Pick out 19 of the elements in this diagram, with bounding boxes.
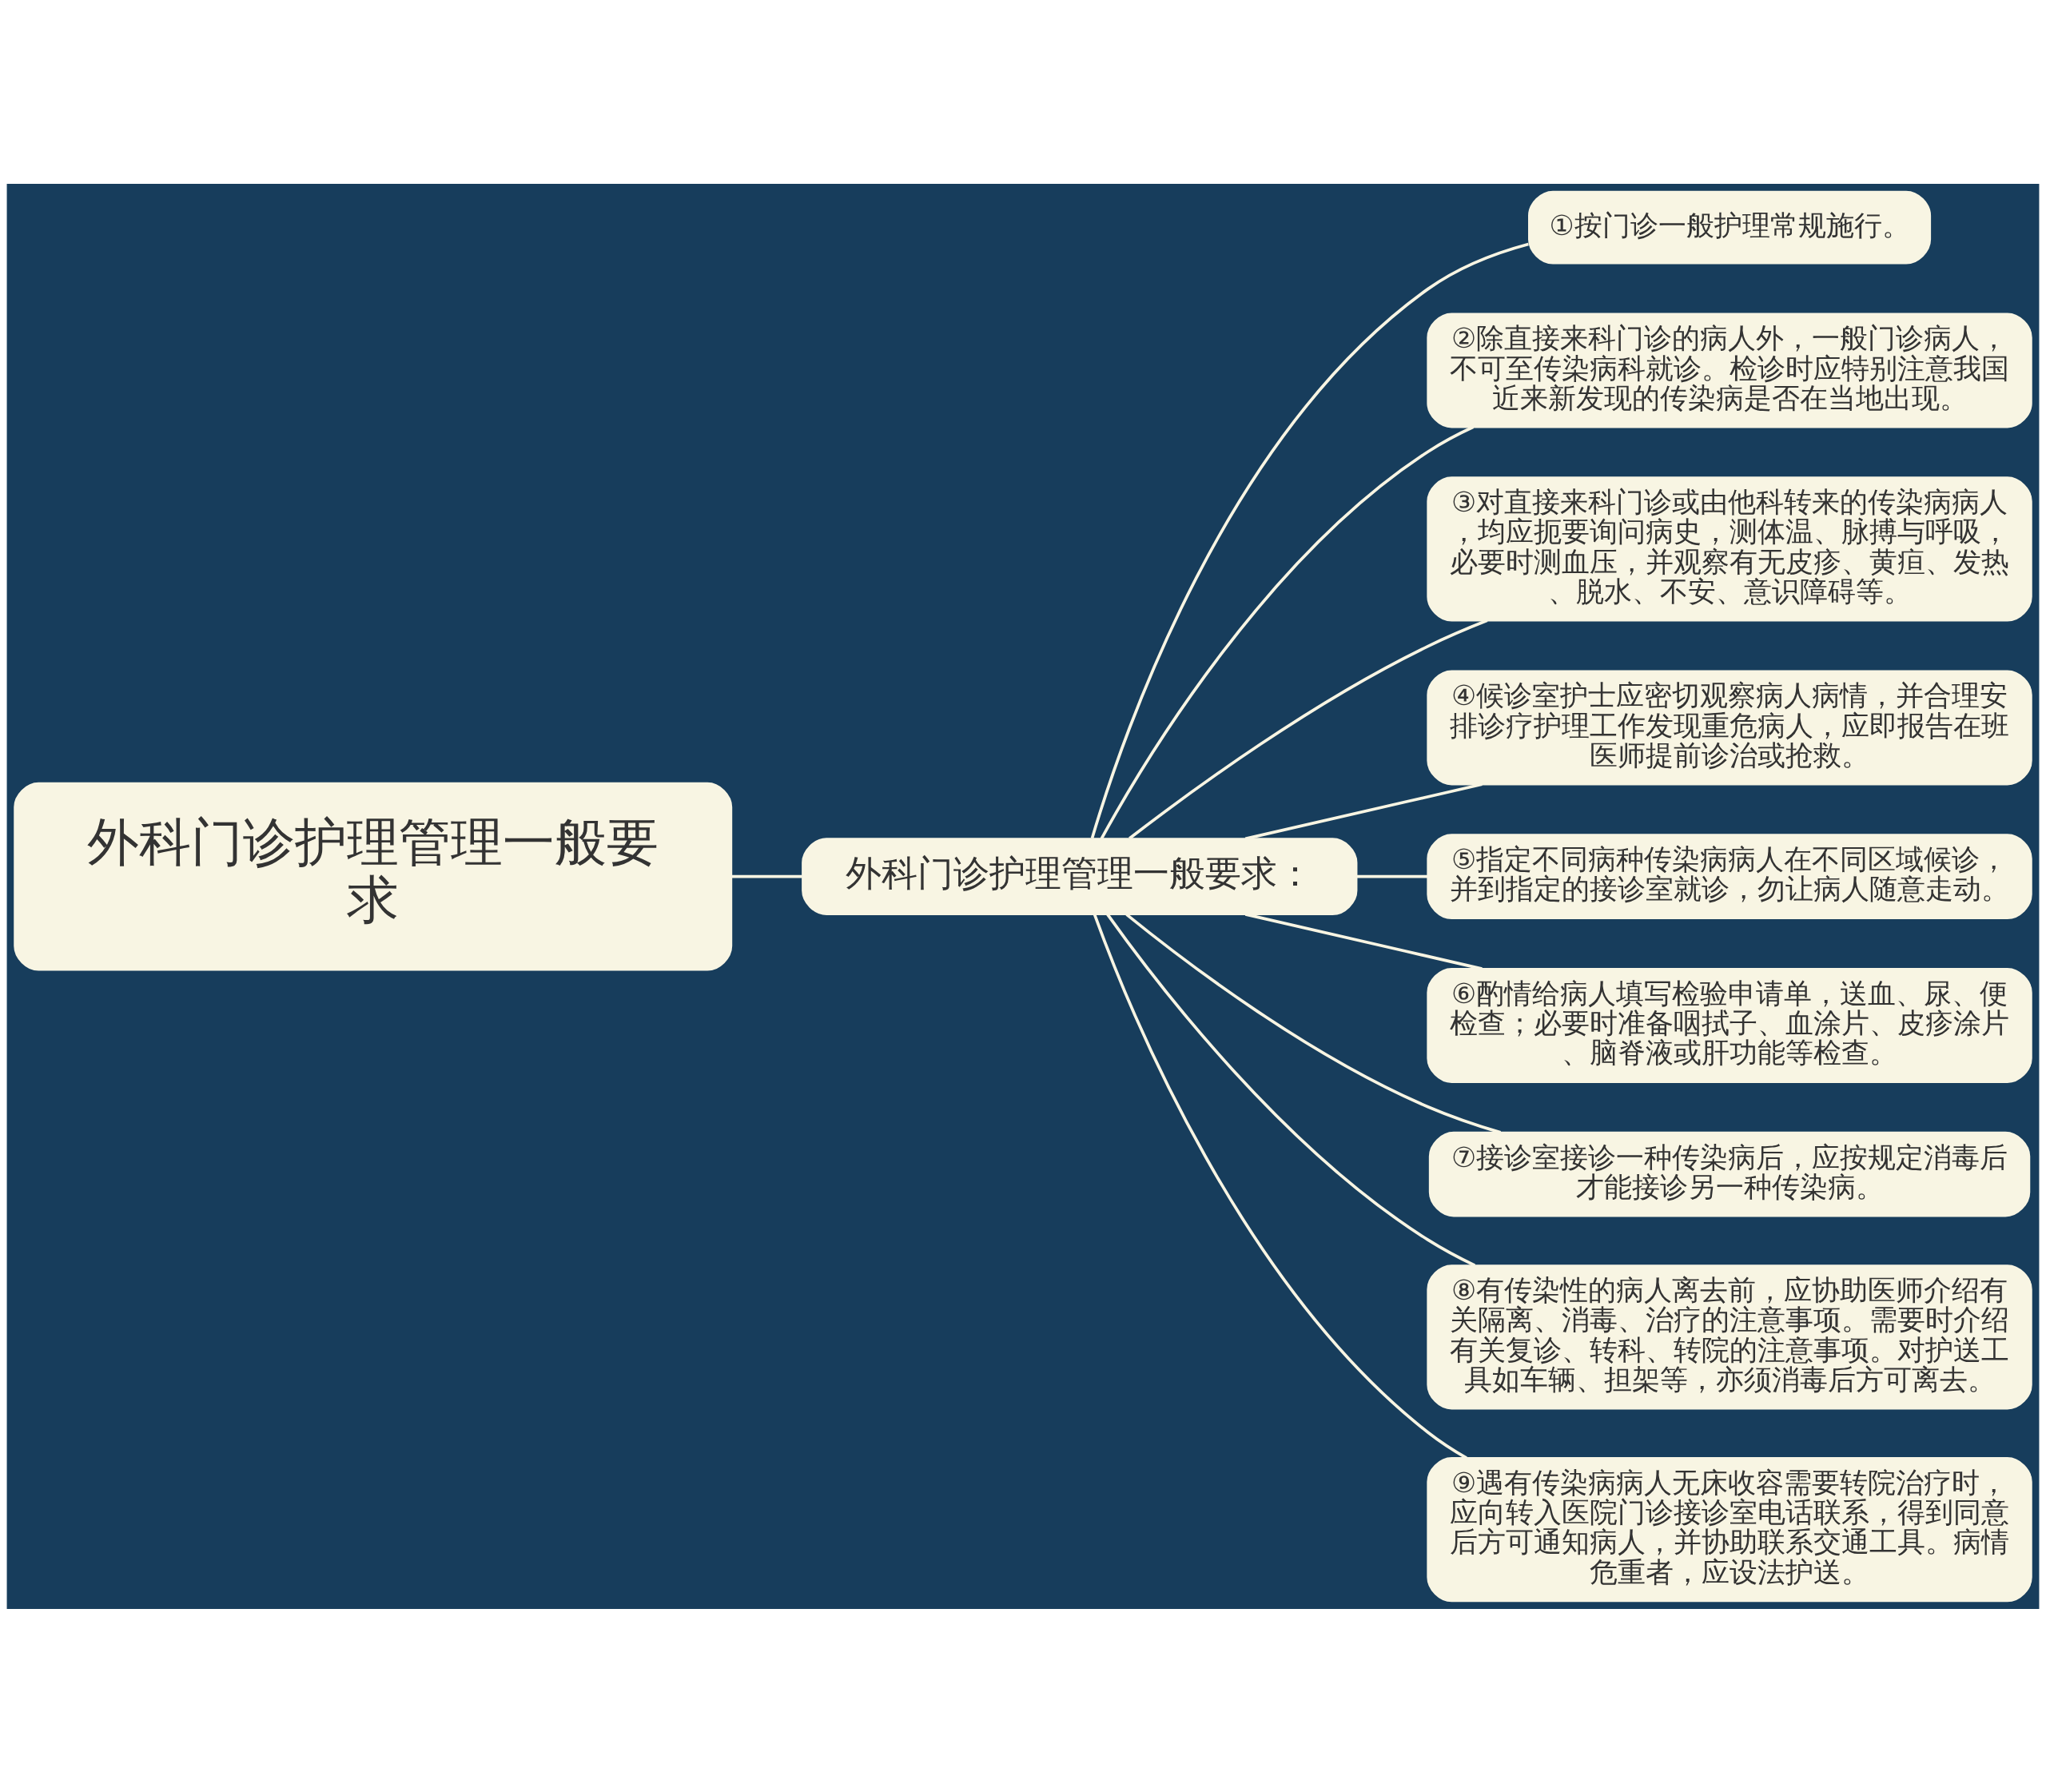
node-box: 外科门诊护理管理一般要求： (802, 837, 1358, 915)
node-box: ⑨遇有传染病病人无床收容需要转院治疗时，应向转入医院门诊接诊室电话联系，得到同意后方可通知病人，并协助联系交通工具。病情危重者，应设法护送。 (1427, 1456, 2032, 1602)
connector (1090, 242, 1529, 838)
connector (1128, 619, 1488, 840)
node-box: ⑥酌情给病人填写检验申请单，送血、尿、便检查；必要时准备咽拭子、血涂片、皮疹涂片、脑脊液或肝功能等检查。 (1427, 967, 2032, 1083)
connector (1093, 914, 1467, 1459)
connector (731, 874, 802, 878)
connector (1106, 913, 1476, 1267)
node-box: ⑤指定不同病种传染病病人在不同区域候诊，并到指定的接诊室就诊，勿让病人随意走动。 (1427, 833, 2032, 919)
node-box: ④候诊室护士应密切观察病人病情，并合理安排诊疗护理工作发现重危病人，应即报告在班医师提前诊治或抢救。 (1427, 669, 2032, 785)
node-box: 外科门诊护理管理一般要求 (14, 782, 733, 971)
node-box: ①按门诊一般护理常规施行。 (1528, 190, 1932, 265)
node-box: ⑧有传染性的病人离去前，应协助医师介绍有关隔离、消毒、治疗的注意事项。需要时介绍有关复诊、转科、转院的注意事项。对护送工具如车辆、担架等，亦须消毒后方可离去。 (1427, 1264, 2032, 1409)
node-box: ③对直接来科门诊或由他科转来的传染病病人，均应扼要询问病史，测体温、脉搏与呼吸，必要时测血压，并观察有无皮疹、黄疸、发热、脱水、不安、意识障碍等。 (1427, 476, 2032, 622)
connector (1100, 425, 1475, 839)
connector (1125, 913, 1502, 1134)
node-box: ②除直接来科门诊的病人外，一般门诊病人，不可至传染病科就诊。检诊时应特别注意我国近来新发现的传染病是否在当地出现。 (1427, 312, 2032, 428)
connector (1356, 874, 1428, 878)
node-box: ⑦接诊室接诊一种传染病后，应按规定消毒后才能接诊另一种传染病。 (1428, 1131, 2031, 1217)
